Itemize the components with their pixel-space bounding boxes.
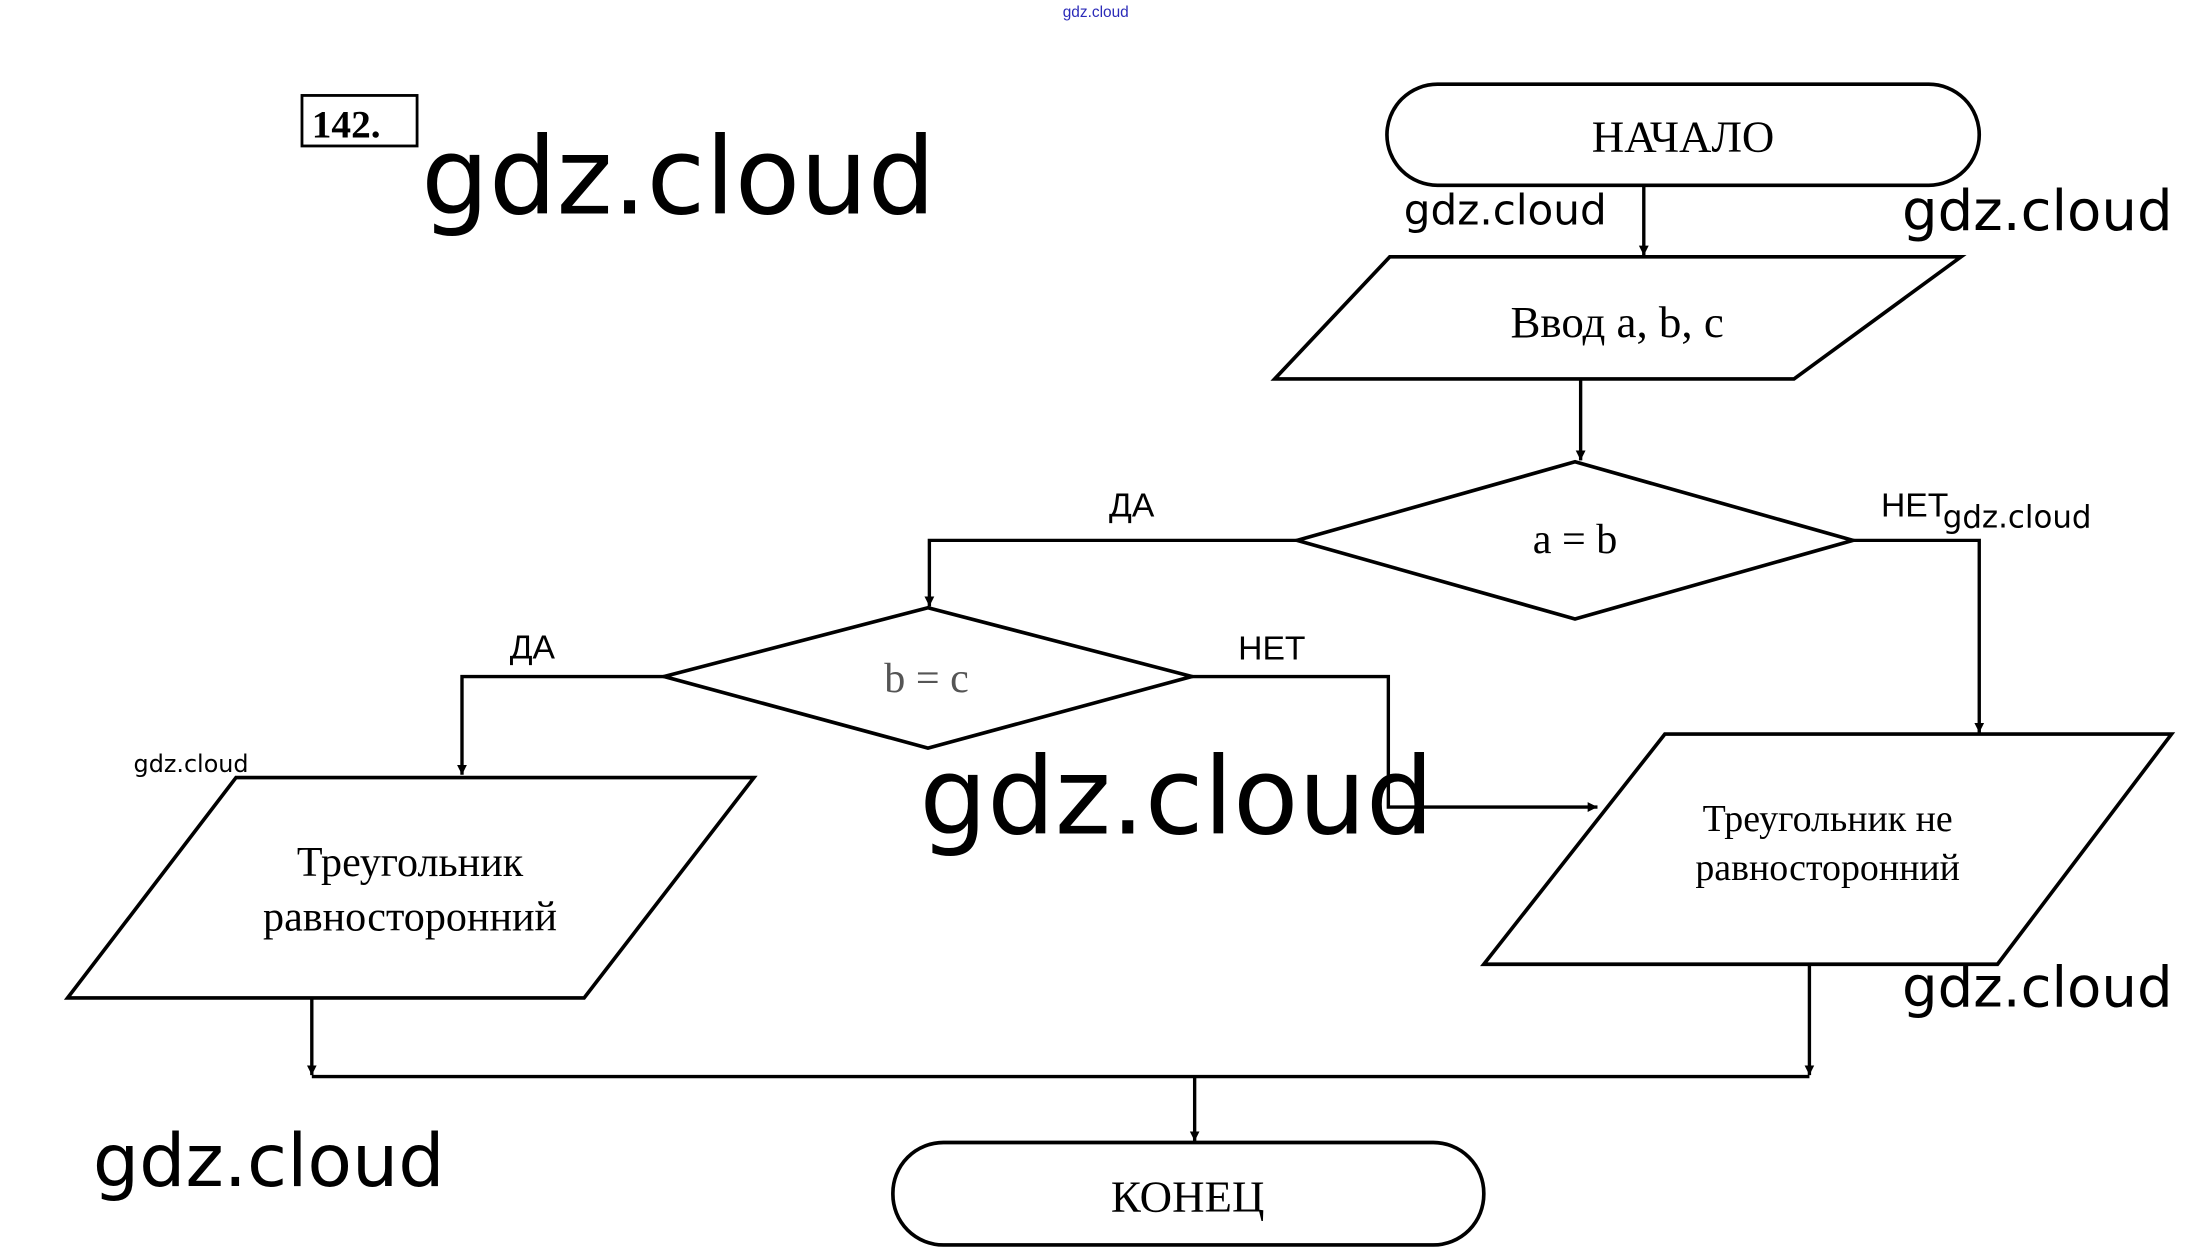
input-label: Ввод a, b, c [1510, 297, 1723, 347]
connector-d1-no [1852, 538, 1985, 733]
watermark-bottom-left: gdz.cloud [93, 1119, 445, 1204]
watermark-start-right: gdz.cloud [1902, 179, 2173, 244]
end-label: КОНЕЦ [1111, 1171, 1265, 1221]
problem-number-box [300, 94, 419, 148]
connector-d2-no [1191, 674, 1598, 812]
output-no-line2: равносторонний [1695, 847, 1960, 889]
watermark-left-small: gdz.cloud [134, 750, 249, 778]
output-no-line1: Треугольник не [1703, 798, 1953, 840]
label-d1-yes: ДА [1109, 488, 1155, 525]
decision-b-equals-c: b = c [657, 605, 1199, 750]
decision1-label: a = b [1533, 516, 1618, 563]
decision2-label: b = c [884, 655, 969, 702]
watermark-center: gdz.cloud [920, 736, 1434, 860]
start-terminator: НАЧАЛО [1385, 82, 1982, 188]
output-yes-line1: Треугольник [297, 839, 524, 886]
label-d1-no: НЕТ [1881, 488, 1948, 525]
connector-d2-yes [457, 674, 665, 775]
connector-d1-yes [924, 538, 1298, 607]
watermark-top: gdz.cloud [1063, 4, 1129, 21]
decision-a-equals-b: a = b [1290, 459, 1860, 621]
label-d2-yes: ДА [510, 629, 556, 666]
watermark-title: gdz.cloud [421, 115, 935, 239]
output-equilateral: Треугольник равносторонний [63, 775, 758, 1000]
output-not-equilateral: Треугольник не равносторонний [1480, 732, 2176, 967]
start-label: НАЧАЛО [1592, 112, 1775, 162]
input-block: Ввод a, b, c [1270, 255, 1967, 381]
output-yes-line2: равносторонний [263, 894, 557, 941]
end-terminator: КОНЕЦ [891, 1140, 1486, 1247]
watermark-right-lower: gdz.cloud [1902, 955, 2173, 1020]
problem-number: 142. [312, 104, 381, 147]
watermark-net: gdz.cloud [1943, 500, 2092, 536]
label-d2-no: НЕТ [1238, 631, 1305, 668]
watermark-start-left: gdz.cloud [1404, 186, 1607, 235]
